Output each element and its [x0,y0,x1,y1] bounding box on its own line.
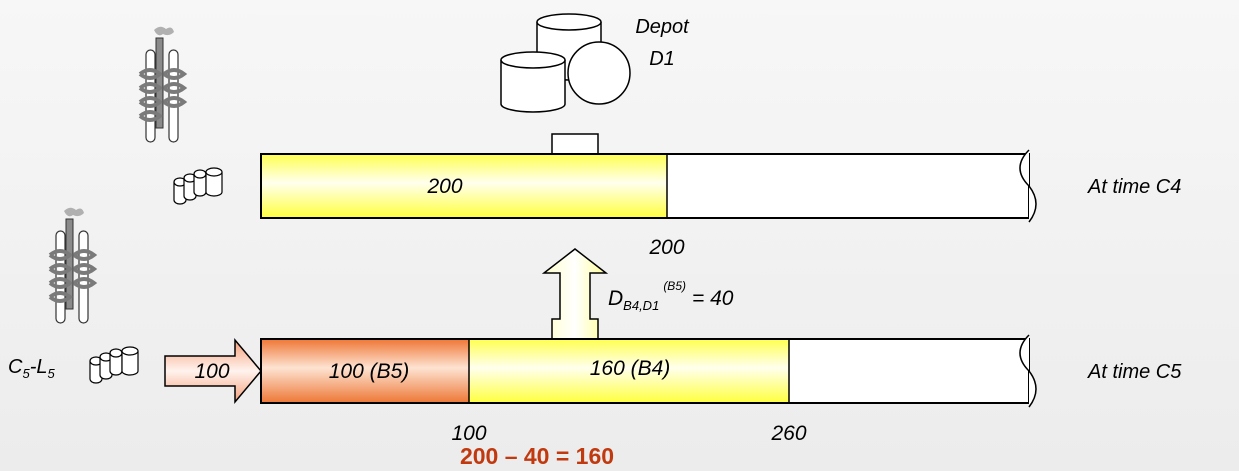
bottom-pipeline [260,334,1037,408]
delivery-label: DB4,D1(B5)= 40 [608,279,734,313]
depot-id: D1 [649,48,675,70]
equation-label: 200 – 40 = 160 [460,443,614,469]
bottom-tick-100: 100 [451,422,486,445]
depot-name: Depot [635,16,690,38]
tanks-icon-top [173,167,223,205]
depot-connector [551,133,599,155]
segment-b5-label: 100 (B5) [329,360,410,383]
depot-icon [500,13,631,113]
time-label-c5: At time C5 [1087,361,1182,383]
top-segment [262,155,667,217]
refinery-icon-top [138,24,186,144]
top-segment-value: 200 [426,175,462,198]
delivery-arrow [541,248,609,340]
inflow-value: 100 [194,360,229,383]
segment-b4 [469,340,789,402]
pipe-break-top [1019,149,1037,223]
refinery-label: C5-L5 [8,356,55,381]
tanks-icon-bottom [89,346,139,384]
top-tick-label: 200 [648,236,684,259]
bottom-tick-260: 260 [770,422,806,445]
pipe-break-bottom [1019,334,1037,408]
top-pipeline [260,133,1037,223]
time-label-c4: At time C4 [1087,176,1181,198]
segment-b4-label: 160 (B4) [590,357,671,380]
refinery-icon-bottom [48,205,96,325]
segment-b5 [262,340,469,402]
inflow-arrow [164,337,262,405]
